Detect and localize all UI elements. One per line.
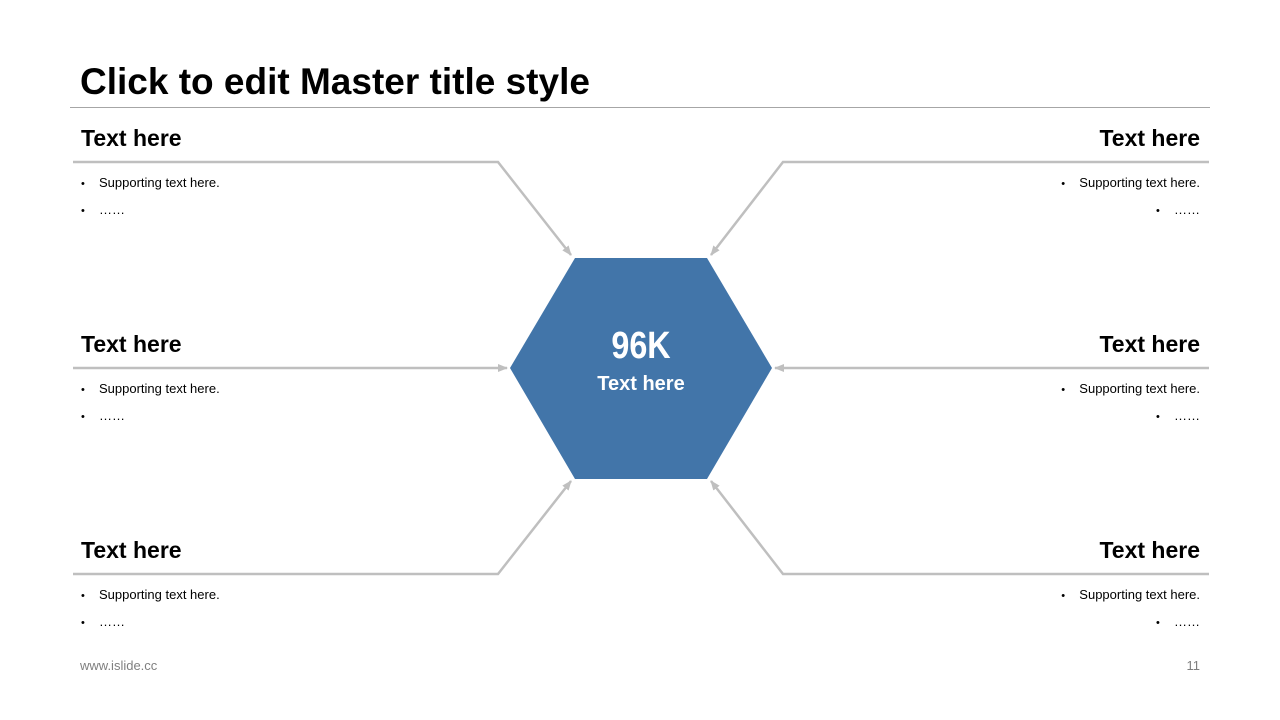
footer-url[interactable]: www.islide.cc <box>80 658 158 673</box>
bullet-item[interactable]: Supporting text here. <box>900 376 1200 403</box>
text-block-top-left: Text here Supporting text here. …… <box>81 124 381 217</box>
page-number: 11 <box>1186 658 1201 673</box>
connector-top-left <box>73 160 572 256</box>
text-block-bottom-left: Text here Supporting text here. …… <box>81 536 381 629</box>
block-heading[interactable]: Text here <box>1099 125 1200 151</box>
bullet-item[interactable]: Supporting text here. <box>81 170 381 197</box>
bullet-item[interactable]: …… <box>900 403 1200 430</box>
title-divider <box>70 107 1210 108</box>
text-block-top-right: Text here Supporting text here. …… <box>900 124 1200 217</box>
bullet-list: Supporting text here. …… <box>900 582 1200 636</box>
slide-title[interactable]: Click to edit Master title style <box>80 61 590 102</box>
bullet-list: Supporting text here. …… <box>81 170 381 224</box>
connector-top-right <box>710 160 1209 256</box>
block-heading[interactable]: Text here <box>81 125 182 151</box>
center-caption: Text here <box>597 373 685 395</box>
bullet-item[interactable]: Supporting text here. <box>900 582 1200 609</box>
block-heading[interactable]: Text here <box>81 331 182 357</box>
text-block-middle-right: Text here Supporting text here. …… <box>900 330 1200 423</box>
connector-bottom-right <box>710 480 1209 576</box>
bullet-list: Supporting text here. …… <box>81 376 381 430</box>
bullet-list: Supporting text here. …… <box>900 376 1200 430</box>
center-hexagon <box>510 258 772 479</box>
bullet-item[interactable]: …… <box>81 609 381 636</box>
center-value: 96K <box>611 325 671 367</box>
bullet-item[interactable]: Supporting text here. <box>81 582 381 609</box>
block-heading[interactable]: Text here <box>1099 331 1200 357</box>
bullet-item[interactable]: …… <box>900 609 1200 636</box>
bullet-item[interactable]: …… <box>81 197 381 224</box>
block-heading[interactable]: Text here <box>81 537 182 563</box>
bullet-item[interactable]: Supporting text here. <box>900 170 1200 197</box>
bullet-list: Supporting text here. …… <box>81 582 381 636</box>
bullet-item[interactable]: …… <box>900 197 1200 224</box>
text-block-middle-left: Text here Supporting text here. …… <box>81 330 381 423</box>
bullet-list: Supporting text here. …… <box>900 170 1200 224</box>
connector-bottom-left <box>73 480 572 576</box>
bullet-item[interactable]: …… <box>81 403 381 430</box>
text-block-bottom-right: Text here Supporting text here. …… <box>900 536 1200 629</box>
bullet-item[interactable]: Supporting text here. <box>81 376 381 403</box>
block-heading[interactable]: Text here <box>1099 537 1200 563</box>
